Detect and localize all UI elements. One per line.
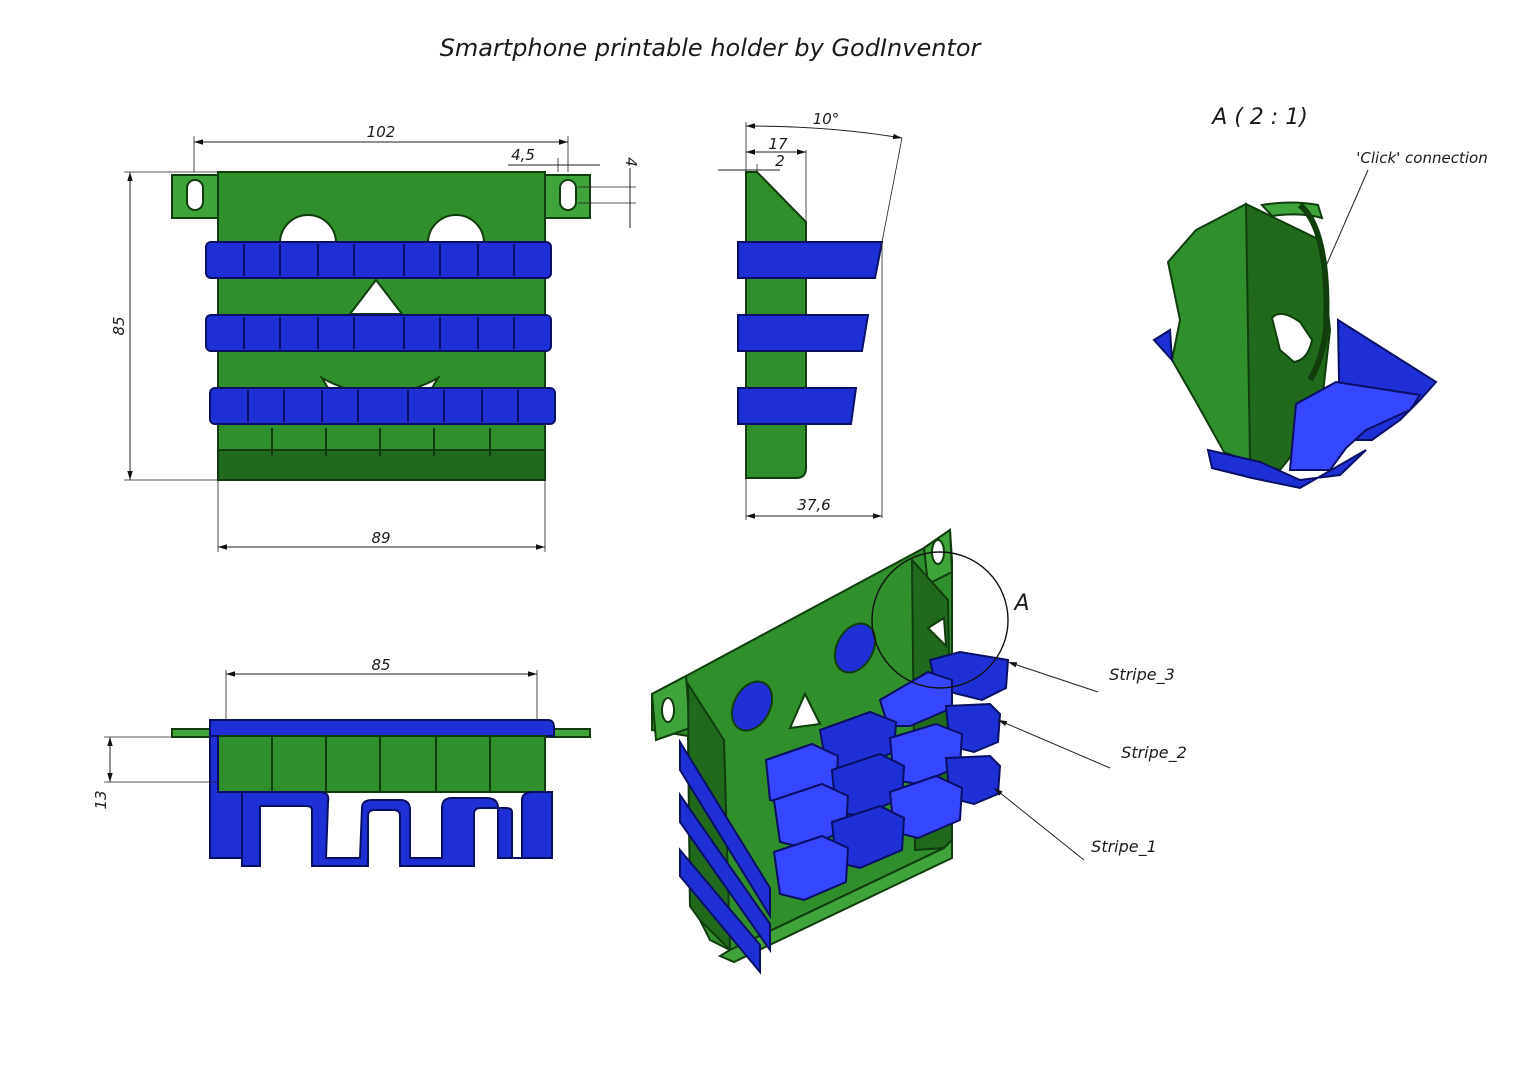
stripe-1-label: Stripe_1 [1091, 837, 1157, 857]
side-stripe-bottom [737, 387, 858, 425]
iso-eye-right [833, 622, 877, 674]
right-slot-icon [559, 179, 577, 211]
bottom-wave-stripes [241, 791, 553, 867]
dim-13: 13 [92, 790, 110, 809]
detail-stripe-edge [1152, 328, 1174, 363]
eye-left-hole [278, 214, 338, 244]
dim-102: 102 [367, 123, 396, 141]
iso-left-slot-icon [661, 697, 675, 723]
detail-a-view: A ( 2 : 1) 'Click' connection [1152, 105, 1488, 490]
bottom-body [217, 735, 546, 793]
eye-right-hole [426, 214, 486, 244]
detail-stripe-loop [1288, 380, 1422, 471]
iso-stripe-front-bottom [679, 847, 761, 975]
detail-a-circle [871, 551, 1009, 689]
iso-nose [788, 691, 822, 730]
iso-stripe-front-top [679, 738, 771, 920]
detail-hook [1260, 201, 1324, 220]
dim-4-5: 4,5 [511, 146, 535, 164]
front-stripe-3 [209, 387, 556, 425]
iso-stripe-1 [772, 754, 1002, 902]
side-dimensions: 17 2 10° 37,6 [718, 110, 903, 520]
click-slot-icon [1270, 312, 1314, 364]
detail-a-marker: A [1012, 591, 1029, 616]
dim-4: 4 [622, 157, 640, 167]
side-stripe-top [737, 241, 884, 279]
dim-89: 89 [371, 529, 390, 547]
side-stripe-mid [737, 314, 870, 352]
dim-85-vertical: 85 [110, 316, 128, 335]
stripe-3-label: Stripe_3 [1109, 665, 1175, 685]
front-view: 102 4,5 4 85 89 [110, 123, 640, 552]
drawing-title: Smartphone printable holder by GodInvent… [440, 34, 983, 62]
iso-click-slot [926, 616, 948, 649]
stripe-2-label: Stripe_2 [1121, 743, 1187, 763]
front-base [217, 449, 546, 481]
stripe-3-leader [1007, 661, 1099, 693]
bottom-ribs [271, 736, 491, 792]
iso-eye-left [730, 680, 774, 732]
front-dimensions: 102 4,5 4 85 89 [110, 123, 640, 552]
stripe-1-leader [993, 787, 1085, 861]
iso-base [717, 837, 953, 964]
detail-stripe-bottom [1206, 448, 1367, 490]
dim-10-deg: 10° [813, 110, 840, 128]
bottom-view: 85 13 [92, 656, 591, 867]
stripe-2-leader [997, 719, 1111, 769]
click-connection-label: 'Click' connection [1356, 149, 1487, 167]
detail-rail [1297, 202, 1330, 382]
dim-85-horizontal: 85 [371, 656, 390, 674]
iso-stripe-2 [772, 702, 1002, 850]
dim-2: 2 [775, 152, 785, 170]
front-stripe-2 [205, 314, 552, 352]
detail-a-label: A ( 2 : 1) [1210, 105, 1308, 130]
side-view: 17 2 10° 37,6 [718, 110, 903, 520]
dim-37-6: 37,6 [797, 496, 830, 514]
front-stripe-1 [205, 241, 552, 279]
iso-stripe-front-mid [679, 791, 771, 954]
bottom-top-stripe [209, 719, 555, 737]
isometric-view: A Stripe_3 Stripe_2 Stripe_1 [650, 528, 1187, 975]
bottom-dimensions: 85 13 [92, 656, 538, 810]
left-slot-icon [186, 179, 204, 211]
dim-17: 17 [768, 135, 788, 153]
front-ribs [271, 428, 491, 456]
